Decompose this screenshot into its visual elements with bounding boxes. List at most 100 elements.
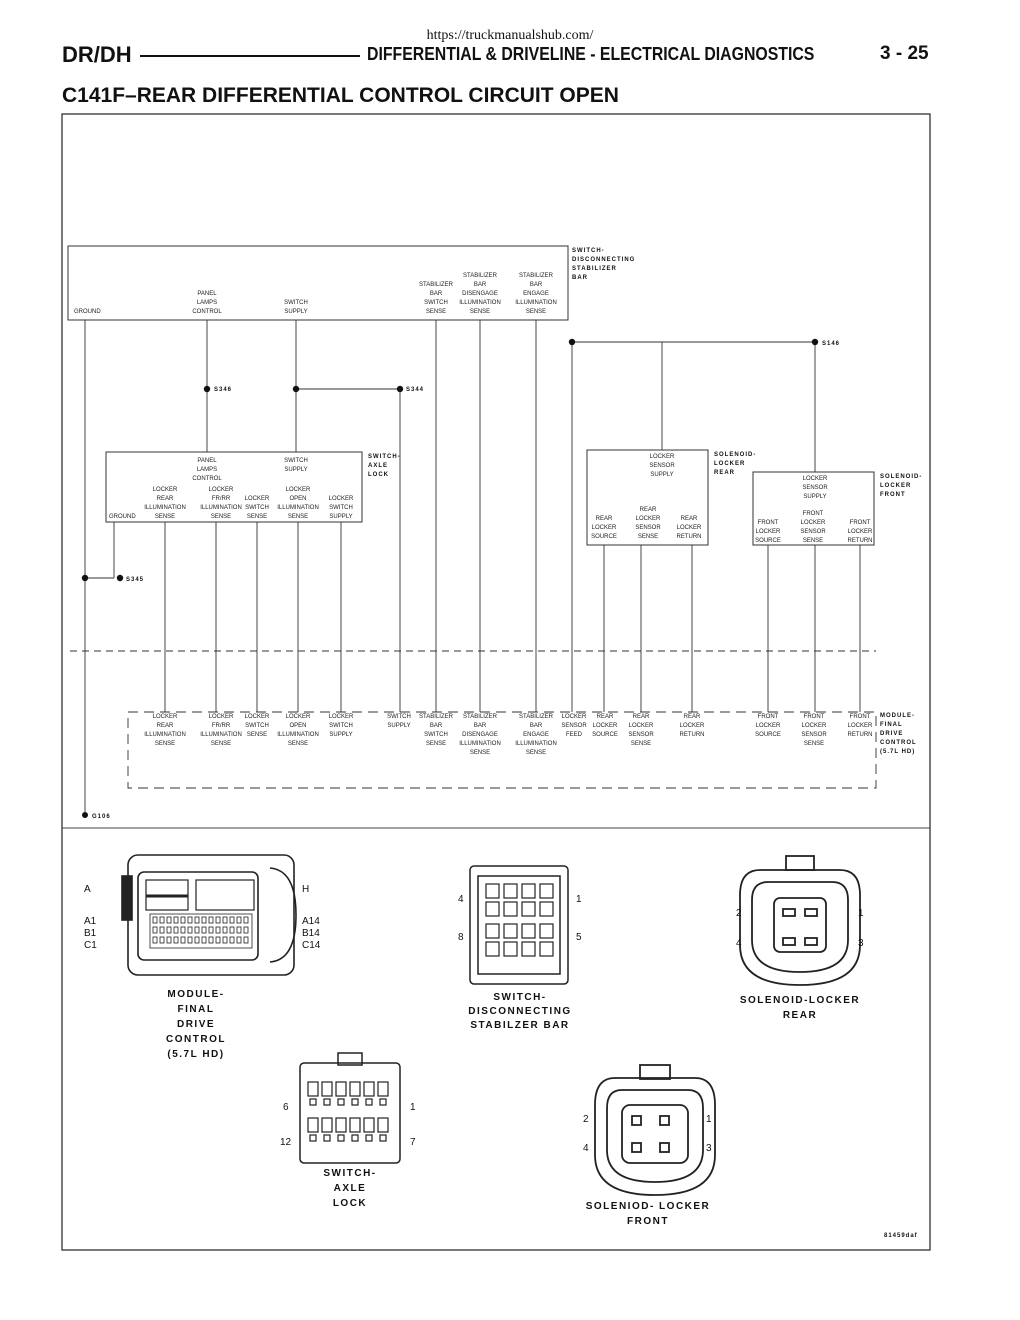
sal-pin-cell — [307, 1081, 319, 1097]
fdc-pin-cell — [229, 916, 235, 924]
fdc-pin-cell — [187, 926, 193, 934]
sal-pin-latch — [309, 1098, 317, 1106]
sdsb-pin-cell — [539, 883, 554, 899]
sal-pin-cell — [335, 1117, 347, 1133]
sal-connector-drawing — [299, 1052, 401, 1164]
page-number: 3 - 25 — [880, 43, 929, 64]
fdc-connector-drawing — [121, 854, 297, 976]
fdc-pin-cell — [166, 916, 172, 924]
sdsb-pin-cell — [485, 923, 500, 939]
fdc-pin-cell — [215, 936, 221, 944]
fdc-pin-cell — [208, 936, 214, 944]
sal-pin-cell — [307, 1117, 319, 1133]
sdsb-pin-cell — [485, 901, 500, 917]
fdc-pin-cell — [215, 926, 221, 934]
fdc-pin-cell — [180, 916, 186, 924]
fdc-pin-grid — [152, 916, 249, 944]
fdc-pin-cell — [236, 926, 242, 934]
slf-connector-drawing — [594, 1064, 716, 1196]
slr-connector-drawing — [739, 855, 861, 986]
fdc-pin-cell — [187, 936, 193, 944]
fdc-pin-cell — [180, 926, 186, 934]
fdc-pin-cell — [194, 916, 200, 924]
fdc-pin-cell — [166, 936, 172, 944]
fdc-pin-cell — [243, 936, 249, 944]
sdsb-pin-cell — [539, 901, 554, 917]
sdsb-pin-cell — [503, 883, 518, 899]
model-label: DR/DH — [62, 42, 132, 67]
svg-text:GROUND: GROUND — [109, 514, 136, 520]
fdc-pin-cell — [159, 916, 165, 924]
fdc-pin-cell — [229, 926, 235, 934]
page-title: C141F–REAR DIFFERENTIAL CONTROL CIRCUIT … — [62, 84, 619, 107]
sal-pin-latch — [365, 1098, 373, 1106]
source-url[interactable]: https://truckmanualshub.com/ — [426, 28, 594, 43]
sal-pin-cell — [335, 1081, 347, 1097]
sal-pin-latch — [337, 1098, 345, 1106]
sal-pin-cell — [321, 1081, 333, 1097]
sal-pin-latch — [323, 1134, 331, 1142]
fdc-pin-cell — [152, 926, 158, 934]
sdsb-pin-cell — [521, 941, 536, 957]
sal-pin-cell — [321, 1117, 333, 1133]
fdc-pin-cell — [180, 936, 186, 944]
sdsb-pin-cell — [539, 941, 554, 957]
fdc-pin-cell — [236, 936, 242, 944]
sdsb-connector-drawing — [469, 865, 569, 985]
splice-s344: S344 — [406, 387, 424, 393]
fdc-pin-cell — [173, 926, 179, 934]
sdsb-pin-cell — [539, 923, 554, 939]
section-title: DIFFERENTIAL & DRIVELINE - ELECTRICAL DI… — [367, 44, 815, 64]
fdc-pin-cell — [222, 916, 228, 924]
splice-s345: S345 — [126, 577, 144, 583]
fdc-pin-cell — [222, 936, 228, 944]
sal-pin-cell — [349, 1117, 361, 1133]
sal-pin-cell — [377, 1081, 389, 1097]
sdsb-pin-cell — [485, 941, 500, 957]
fdc-pin-cell — [201, 926, 207, 934]
sal-pin-latch — [351, 1134, 359, 1142]
fdc-pin-cell — [187, 916, 193, 924]
sal-pin-cell — [363, 1081, 375, 1097]
sdsb-pin-cell — [503, 901, 518, 917]
fdc-pin-cell — [215, 916, 221, 924]
sal-pin-cell — [363, 1117, 375, 1133]
fdc-pin-cell — [201, 936, 207, 944]
fdc-pin-cell — [236, 916, 242, 924]
